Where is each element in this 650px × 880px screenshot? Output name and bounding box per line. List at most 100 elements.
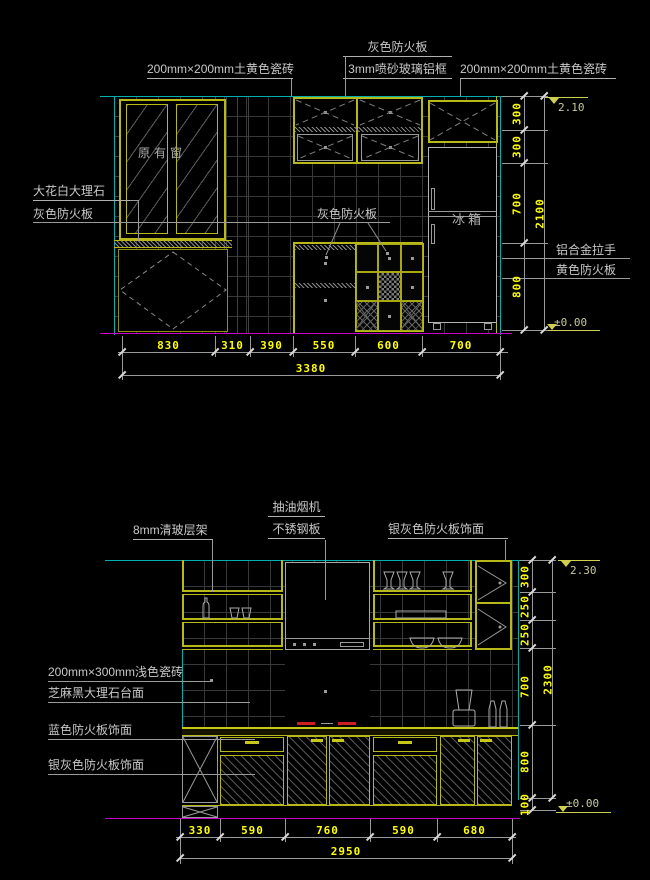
dim-830: 830 <box>157 339 180 352</box>
callout-silver-board-top: 银灰色防火板饰面 <box>388 522 508 539</box>
door-handle <box>480 739 492 742</box>
window-pane-left <box>126 104 168 234</box>
drawer-handle <box>245 741 259 744</box>
callout-blue-board: 蓝色防火板饰面 <box>48 723 133 737</box>
level-bottom: ±0.00 <box>566 797 600 810</box>
cabinet-door <box>440 736 475 805</box>
ceiling-line <box>100 96 512 97</box>
callout-steel: 不锈钢板 <box>268 522 325 539</box>
window-pane-right <box>176 104 218 234</box>
fridge-foot <box>433 323 441 330</box>
wall-line-right <box>500 96 501 335</box>
dim-590b: 590 <box>392 824 415 837</box>
glass-shelf <box>373 645 472 650</box>
level-top: 2.10 <box>558 101 585 114</box>
fridge-handle <box>431 188 435 210</box>
level-top: 2.30 <box>570 564 597 577</box>
callout-marble: 大花白大理石 <box>33 184 130 201</box>
steel-backsplash <box>285 650 370 727</box>
dim-100: 100 <box>518 793 532 816</box>
fridge <box>428 147 497 323</box>
drawer-handle <box>398 741 412 744</box>
range-hood <box>285 562 370 650</box>
dim-300: 300 <box>510 135 524 158</box>
drawer <box>373 737 437 752</box>
glass-shelf <box>182 590 283 595</box>
dim-250b: 250 <box>518 623 532 646</box>
glass-shelf <box>373 618 472 623</box>
callout-fireboard-mid: 灰色防火板 <box>316 207 377 221</box>
level-bottom: ±0.00 <box>554 316 588 329</box>
cabinet-door <box>287 736 327 805</box>
dim-700: 700 <box>518 675 532 698</box>
cabinet-door <box>373 755 437 805</box>
dim-total-2100: 2100 <box>533 198 547 229</box>
marble-sill <box>114 240 232 248</box>
level-symbol <box>558 806 568 812</box>
cabinet-door <box>329 736 370 805</box>
level-symbol <box>549 98 559 104</box>
callout-counter: 芝麻黑大理石台面 <box>48 686 145 700</box>
floor-line <box>100 333 512 334</box>
ceiling-line <box>105 560 520 561</box>
lower-left-cabinet <box>118 249 228 332</box>
callout-hood: 抽油烟机 <box>268 500 325 517</box>
cooktop-burner <box>297 722 315 725</box>
drawer <box>220 737 284 752</box>
dim-330: 330 <box>188 824 212 837</box>
toe-kick-panel <box>182 806 218 818</box>
dim-total-2300: 2300 <box>541 664 555 695</box>
cooktop-burner <box>338 722 356 725</box>
glass-shelf <box>373 590 472 595</box>
dim-760: 760 <box>316 824 339 837</box>
wall-line-right <box>518 560 519 800</box>
callout-tile-left: 200mm×200mm土黄色瓷砖 <box>147 62 294 79</box>
callout-handle: 铝合金拉手 <box>556 243 617 257</box>
callout-yellow-board: 黄色防火板 <box>556 263 617 277</box>
callout-tile: 200mm×300mm浅色瓷砖 <box>48 665 184 679</box>
window-label: 原有窗 <box>138 146 187 160</box>
cabinet-door <box>220 755 284 805</box>
level-symbol <box>561 561 571 567</box>
dim-700: 700 <box>449 339 473 352</box>
fridge-foot <box>484 323 492 330</box>
dim-total-2950: 2950 <box>330 845 362 858</box>
hood-control <box>293 643 296 646</box>
hood-control <box>313 643 316 646</box>
floor-line <box>105 818 520 819</box>
wall-line-left <box>182 560 183 800</box>
door-handle <box>332 739 344 742</box>
dim-800: 800 <box>510 275 524 298</box>
cabinet-door <box>477 736 512 805</box>
dim-680: 680 <box>463 824 486 837</box>
dim-800: 800 <box>518 750 532 773</box>
glass-shelf <box>182 618 283 623</box>
cabinet-above-fridge <box>428 100 498 143</box>
fridge-handle <box>431 224 435 244</box>
dim-600: 600 <box>377 339 400 352</box>
door-handle <box>458 739 470 742</box>
callout-fireboard: 灰色防火板 <box>343 40 452 57</box>
hood-control <box>303 643 306 646</box>
toe-kick-line <box>182 805 512 806</box>
tall-cabinet <box>475 560 512 650</box>
end-panel <box>182 736 218 803</box>
door-handle <box>311 739 323 742</box>
dim-590: 590 <box>241 824 264 837</box>
dim-550: 550 <box>312 339 336 352</box>
level-symbol <box>547 324 557 330</box>
dim-total-3380: 3380 <box>295 362 327 375</box>
fridge-label: 冰箱 <box>451 212 484 227</box>
wall-line-left <box>114 96 115 335</box>
callout-shelf: 8mm清玻层架 <box>133 523 213 540</box>
dim-310: 310 <box>221 339 244 352</box>
glass-shelf <box>182 645 283 650</box>
callout-tile-right: 200mm×200mm土黄色瓷砖 <box>460 62 616 79</box>
dim-390: 390 <box>260 339 283 352</box>
countertop <box>182 727 518 736</box>
callout-glass-frame: 3mm喷砂玻璃铝框 <box>343 62 452 79</box>
hood-panel <box>340 642 364 647</box>
callout-fireboard-left: 灰色防火板 <box>33 207 94 221</box>
callout-silver-board: 银灰色防火板饰面 <box>48 758 145 772</box>
